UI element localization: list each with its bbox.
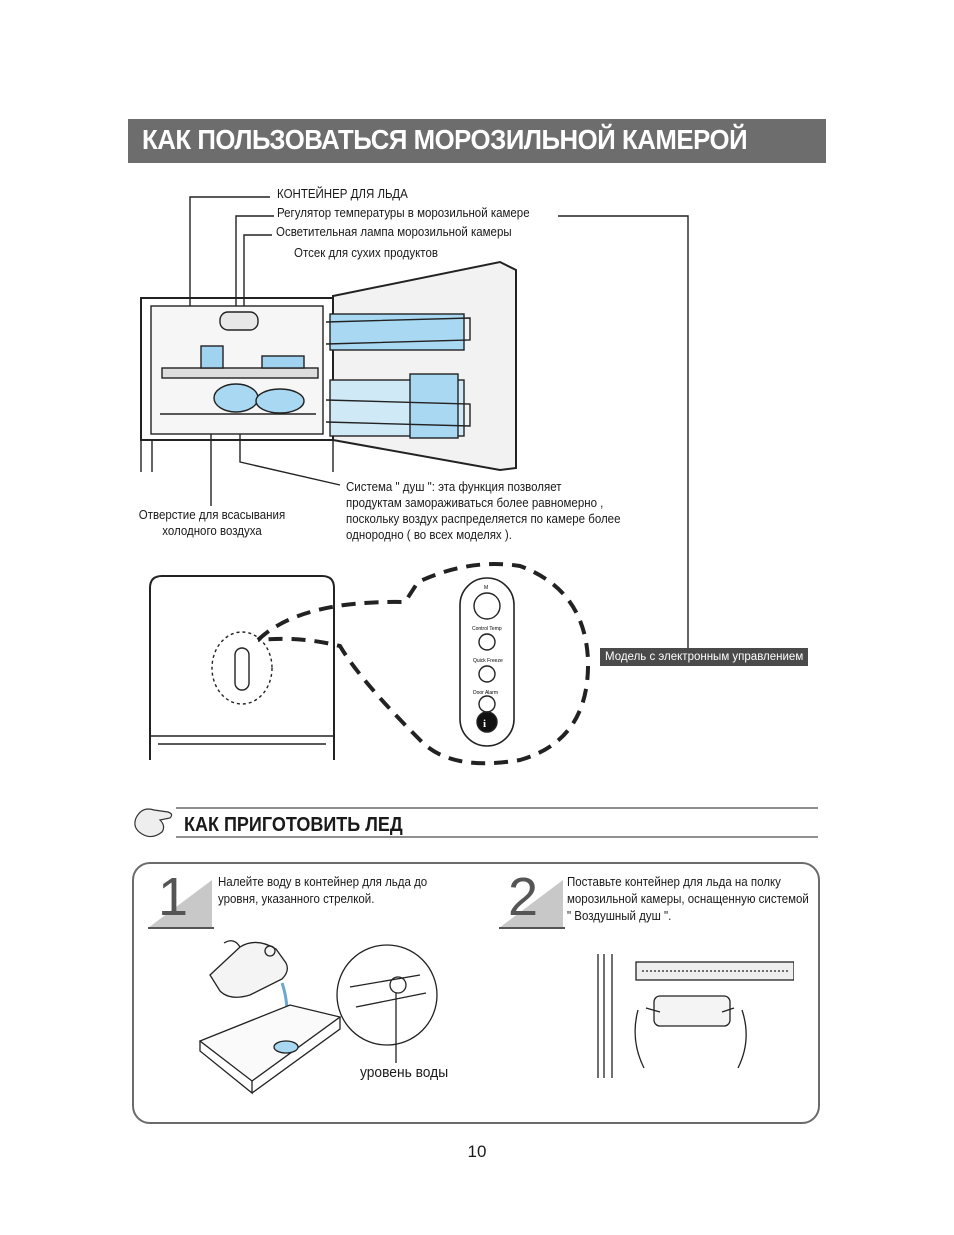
panel-door-alarm: Door Alarm <box>473 690 498 696</box>
pointing-hand-icon <box>134 808 173 838</box>
page-title: КАК ПОЛЬЗОВАТЬСЯ МОРОЗИЛЬНОЙ КАМЕРОЙ <box>142 124 748 155</box>
step-1-triangle <box>148 880 214 929</box>
step-2-number: 2 <box>508 867 539 927</box>
electronic-model-tag: Модель с электронным управлением <box>600 648 809 666</box>
label-temp-regulator: Регулятор температуры в морозильной каме… <box>277 206 530 220</box>
insert-tray-illustration <box>597 954 794 1078</box>
freezer-diagram: i M Control Temp Quick Freeze Door Alarm <box>140 196 782 766</box>
label-cold-air-hole: Отверстие для всасывания холодного возду… <box>138 508 286 538</box>
page-title-bar: КАК ПОЛЬЗОВАТЬСЯ МОРОЗИЛЬНОЙ КАМЕРОЙ <box>128 119 826 163</box>
page-number: 10 <box>467 1142 487 1161</box>
fill-water-illustration <box>198 940 438 1095</box>
step-2-triangle <box>499 880 565 929</box>
label-dry-food: Отсек для сухих продуктов <box>294 246 438 260</box>
svg-text:i: i <box>483 718 486 730</box>
step-1-number: 1 <box>158 867 189 927</box>
step-1-text: Налейте воду в контейнер для льда до уро… <box>218 875 428 906</box>
panel-quick-freeze: Quick Freeze <box>473 658 503 664</box>
step-2-text: Поставьте контейнер для льда на полку мо… <box>567 875 809 923</box>
label-shower-system: Система " душ ": эта функция позволяет п… <box>346 480 621 542</box>
section-title: КАК ПРИГОТОВИТЬ ЛЕД <box>184 814 403 836</box>
water-level-label: уровень воды <box>360 1064 449 1081</box>
label-ice-container: КОНТЕЙНЕР ДЛЯ ЛЬДА <box>277 187 408 201</box>
label-freezer-lamp: Осветительная лампа морозильной камеры <box>276 225 512 239</box>
steps-box <box>132 862 820 1124</box>
panel-control-temp: Control Temp <box>472 626 502 632</box>
panel-dial-top: M <box>484 585 488 591</box>
section-header-lines <box>134 807 818 838</box>
